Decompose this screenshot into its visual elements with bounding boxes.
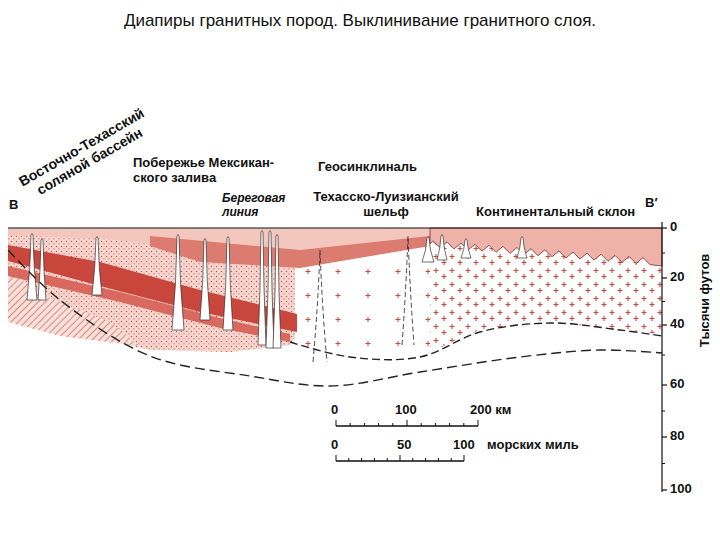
scale-tick xyxy=(425,458,426,461)
axis-minor-tick xyxy=(662,411,665,412)
title: Диапиры гранитных пород. Выклинивание гр… xyxy=(40,10,680,32)
depth-value: 100 xyxy=(670,482,692,497)
axis-tick xyxy=(662,324,667,325)
scale-tick xyxy=(374,458,375,461)
region-label: Восточно-Техасский соляной бассейн xyxy=(2,96,170,211)
scale-tick xyxy=(463,423,464,426)
region-label: Техасско-Луизианский шельф xyxy=(296,190,476,220)
axis-title: Тысячи футов xyxy=(698,245,713,355)
diapir xyxy=(223,237,233,331)
axis-tick xyxy=(662,277,667,278)
scale-tick xyxy=(348,458,349,461)
depth-axis xyxy=(661,222,662,492)
scale-tick xyxy=(400,455,401,461)
scale-label: 0 xyxy=(331,438,338,453)
section-end-label: B xyxy=(9,198,18,213)
diapir xyxy=(461,239,471,259)
diapir xyxy=(517,237,527,259)
diapir xyxy=(92,237,102,296)
depth-value: 20 xyxy=(670,270,684,285)
scale-tick xyxy=(435,423,436,426)
diapir xyxy=(273,235,281,349)
region-label: Континентальный склон xyxy=(476,205,635,220)
scale-tick xyxy=(361,458,362,461)
region-label: Береговая линия xyxy=(222,192,302,220)
crust-base xyxy=(8,250,662,386)
axis-minor-tick xyxy=(662,253,665,254)
red-band xyxy=(8,266,290,342)
diapir xyxy=(258,231,266,346)
scale-tick xyxy=(412,458,413,461)
diapir xyxy=(38,239,46,301)
scale-tick xyxy=(407,420,408,426)
diapir-outline xyxy=(402,236,414,345)
scale-tick xyxy=(438,458,439,461)
scale-label: морских миль xyxy=(487,438,579,453)
scale-tick xyxy=(449,423,450,426)
scale-label: 0 xyxy=(331,403,338,418)
diapir xyxy=(437,235,447,261)
depth-value: 80 xyxy=(670,429,684,444)
scale-tick xyxy=(451,458,452,461)
diapir xyxy=(422,237,434,263)
diapir xyxy=(266,231,274,349)
depth-value: 0 xyxy=(670,220,677,235)
diapir-outline xyxy=(313,250,327,362)
scale-tick xyxy=(378,423,379,426)
axis-tick xyxy=(662,436,667,437)
depth-value: 40 xyxy=(670,317,684,332)
diapir xyxy=(200,239,210,321)
axis-tick xyxy=(662,227,667,228)
surface-line xyxy=(8,227,662,228)
section-end-label: B′ xyxy=(645,196,658,211)
scale-tick xyxy=(478,420,479,426)
scale-label: 50 xyxy=(397,438,411,453)
axis-minor-tick xyxy=(662,463,665,464)
geosyncline-layer xyxy=(150,236,430,268)
region-label: Геосинклиналь xyxy=(318,160,417,175)
scale-label: 100 xyxy=(395,403,417,418)
scale-tick xyxy=(392,423,393,426)
scale-tick xyxy=(421,423,422,426)
axis-minor-tick xyxy=(662,301,665,302)
scale-tick xyxy=(336,455,337,461)
scale-tick xyxy=(464,455,465,461)
axis-tick xyxy=(662,384,667,385)
diapir xyxy=(27,234,37,301)
scale-tick xyxy=(364,423,365,426)
axis-tick xyxy=(662,489,667,490)
diapir xyxy=(172,235,184,331)
axis-minor-tick xyxy=(662,355,665,356)
scale-label: 200 км xyxy=(470,403,511,418)
red-band xyxy=(8,245,297,332)
slope-cover xyxy=(430,228,662,266)
scale-tick xyxy=(387,458,388,461)
granite-base xyxy=(290,323,662,360)
scale-label: 100 xyxy=(453,438,475,453)
scale-tick xyxy=(350,423,351,426)
scale-tick xyxy=(336,420,337,426)
region-label: Побережье Мексикан- ского залива xyxy=(133,156,298,186)
depth-value: 60 xyxy=(670,377,684,392)
